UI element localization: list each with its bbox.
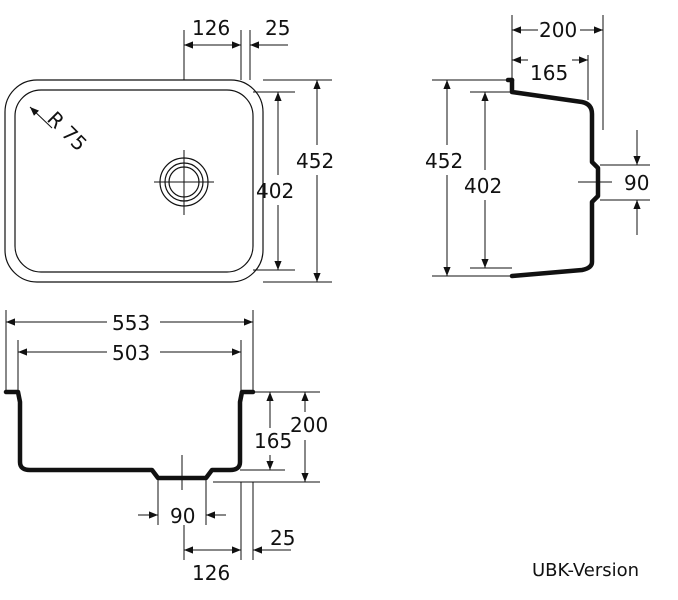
side-view: 200 165 452 402 90 bbox=[425, 15, 650, 279]
top-view-outer-outline bbox=[4, 79, 264, 283]
front-view-profile bbox=[3, 389, 256, 481]
top-view: R 75 126 25 402 452 bbox=[4, 16, 334, 283]
dim-402-side: 402 bbox=[464, 174, 502, 198]
dim-90-side: 90 bbox=[624, 171, 649, 195]
dim-452-top: 452 bbox=[296, 149, 334, 173]
dim-200-side: 200 bbox=[539, 18, 577, 42]
dim-452-side: 452 bbox=[425, 149, 463, 173]
radius-label: R 75 bbox=[42, 107, 91, 156]
radius-arrow bbox=[29, 106, 53, 129]
top-view-drain bbox=[154, 150, 214, 215]
dim-553: 553 bbox=[112, 311, 150, 335]
dim-402-top: 402 bbox=[256, 179, 294, 203]
dim-165-front: 165 bbox=[254, 429, 292, 453]
dim-126-top: 126 bbox=[192, 16, 230, 40]
top-view-inner-outline bbox=[14, 89, 254, 273]
side-view-profile bbox=[509, 77, 601, 279]
version-caption: UBK-Version bbox=[532, 560, 640, 581]
dim-25-top: 25 bbox=[265, 16, 290, 40]
dim-25-front: 25 bbox=[270, 526, 295, 550]
dim-126-front: 126 bbox=[192, 561, 230, 585]
front-view: 553 503 165 200 90 126 25 bbox=[3, 310, 328, 585]
dim-165-side: 165 bbox=[530, 61, 568, 85]
dim-90-front: 90 bbox=[170, 504, 195, 528]
dim-503: 503 bbox=[112, 341, 150, 365]
dim-200-front: 200 bbox=[290, 413, 328, 437]
